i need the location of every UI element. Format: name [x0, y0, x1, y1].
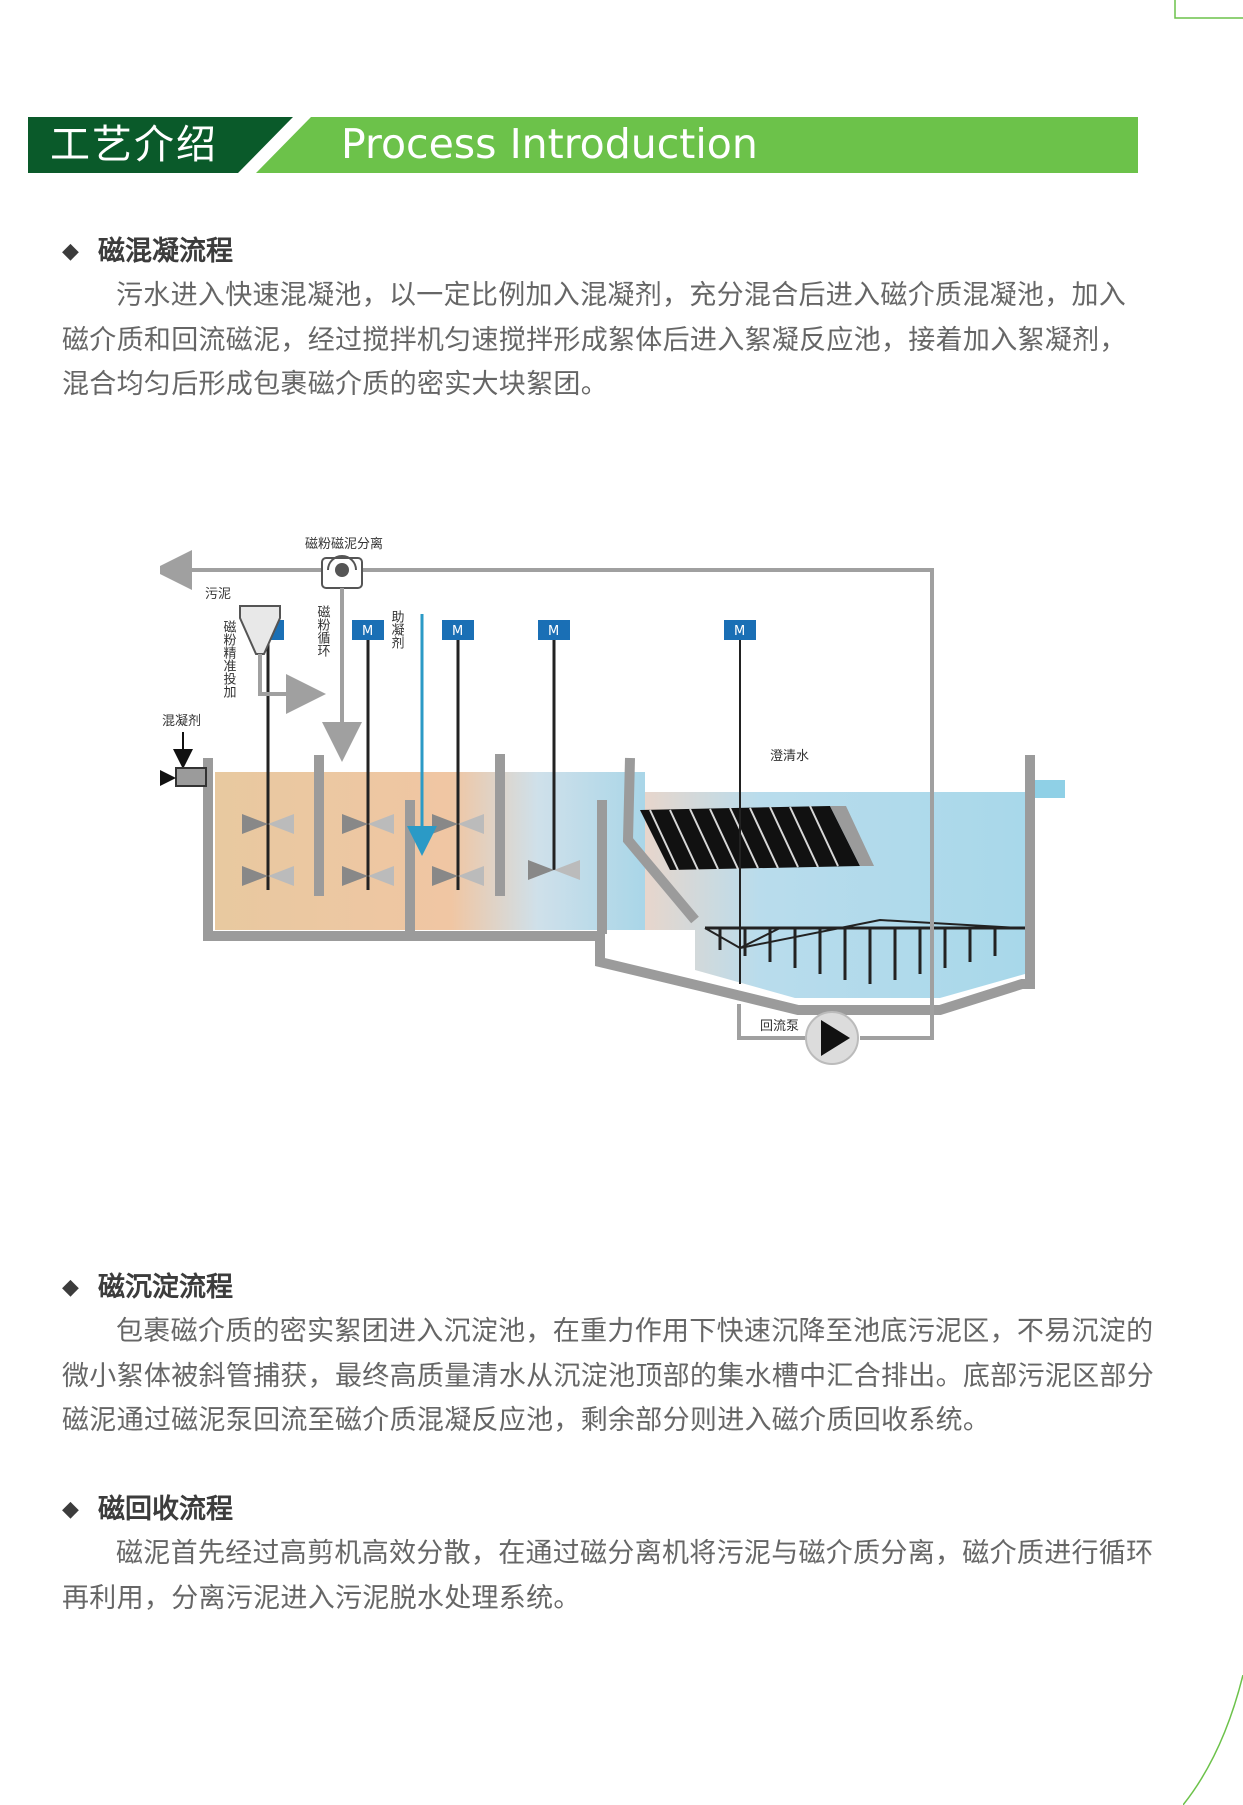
circulation-label: 磁粉循环 — [315, 605, 331, 657]
clear-water-outlet — [1035, 780, 1065, 798]
dosing-hopper — [239, 605, 281, 655]
svg-text:M: M — [548, 624, 559, 639]
header-banner: 工艺介绍 Process Introduction — [28, 117, 1138, 173]
corner-decoration-bottom — [1183, 1675, 1243, 1805]
section-body: 包裹磁介质的密实絮团进入沉淀池，在重力作用下快速沉降至池底污泥区，不易沉淀的微小… — [62, 1316, 1154, 1436]
magnetic-sludge-return-loop — [160, 550, 934, 1040]
section-heading: ◆ 磁回收流程 — [62, 1492, 1162, 1528]
collection-trough-dots — [646, 784, 1006, 792]
scraper-motor: M — [724, 620, 756, 810]
tank-wall — [203, 755, 1035, 1015]
process-diagram: M M M M M — [160, 536, 1065, 1065]
return-pump — [805, 1011, 859, 1065]
magnetic-separator — [321, 555, 363, 589]
banner-title-en: Process Introduction — [341, 120, 758, 168]
diamond-bullet-icon: ◆ — [62, 1497, 79, 1522]
dosing-label: 磁粉精准投加 — [221, 620, 237, 699]
coagulant-label: 混凝剂 — [162, 713, 201, 729]
section-heading: ◆ 磁混凝流程 — [62, 234, 1142, 270]
diamond-bullet-icon: ◆ — [62, 239, 79, 264]
svg-text:M: M — [734, 624, 745, 639]
section-title: 磁沉淀流程 — [98, 1272, 233, 1303]
inclined-tube-lines — [649, 805, 839, 871]
diamond-bullet-icon: ◆ — [62, 1275, 79, 1300]
section-body: 磁泥首先经过高剪机高效分散，在通过磁分离机将污泥与磁介质分离，磁介质进行循环再利… — [62, 1538, 1154, 1614]
section-heading: ◆ 磁沉淀流程 — [62, 1270, 1162, 1306]
section-magnetic-coagulation: ◆ 磁混凝流程 污水进入快速混凝池，以一定比例加入混凝剂，充分混合后进入磁介质混… — [62, 234, 1142, 408]
corner-decoration-top — [1174, 0, 1243, 19]
mixer-2: M — [342, 620, 394, 890]
section-body: 污水进入快速混凝池，以一定比例加入混凝剂，充分混合后进入磁介质混凝池，加入磁介质… — [62, 280, 1127, 400]
section-magnetic-recovery: ◆ 磁回收流程 磁泥首先经过高剪机高效分散，在通过磁分离机将污泥与磁介质分离，磁… — [62, 1492, 1162, 1621]
settling-inlet-wall — [622, 757, 699, 924]
return-pump-label: 回流泵 — [760, 1019, 799, 1034]
section-magnetic-sedimentation: ◆ 磁沉淀流程 包裹磁介质的密实絮团进入沉淀池，在重力作用下快速沉降至池底污泥区… — [62, 1270, 1162, 1444]
banner-title-cn: 工艺介绍 — [50, 122, 218, 168]
mixer-4: M — [528, 620, 580, 880]
mixing-tank-water — [215, 772, 645, 930]
section-title: 磁混凝流程 — [98, 236, 233, 267]
banner-shape — [28, 117, 1138, 173]
flocculant-label: 助凝剂 — [389, 610, 405, 649]
dosing-pipe — [258, 654, 326, 714]
sludge-label: 污泥 — [205, 587, 231, 602]
sludge-collector-grid — [705, 926, 1025, 984]
svg-text:M: M — [362, 624, 373, 639]
tube-frame — [830, 806, 874, 866]
svg-text:M: M — [452, 624, 463, 639]
clear-water-label: 澄清水 — [770, 749, 809, 764]
separator-label: 磁粉磁泥分离 — [305, 536, 383, 552]
inlet-box — [175, 767, 207, 787]
section-title: 磁回收流程 — [98, 1494, 233, 1525]
mixer-3: M — [432, 620, 484, 890]
sludge-return-pipe — [737, 1004, 808, 1040]
